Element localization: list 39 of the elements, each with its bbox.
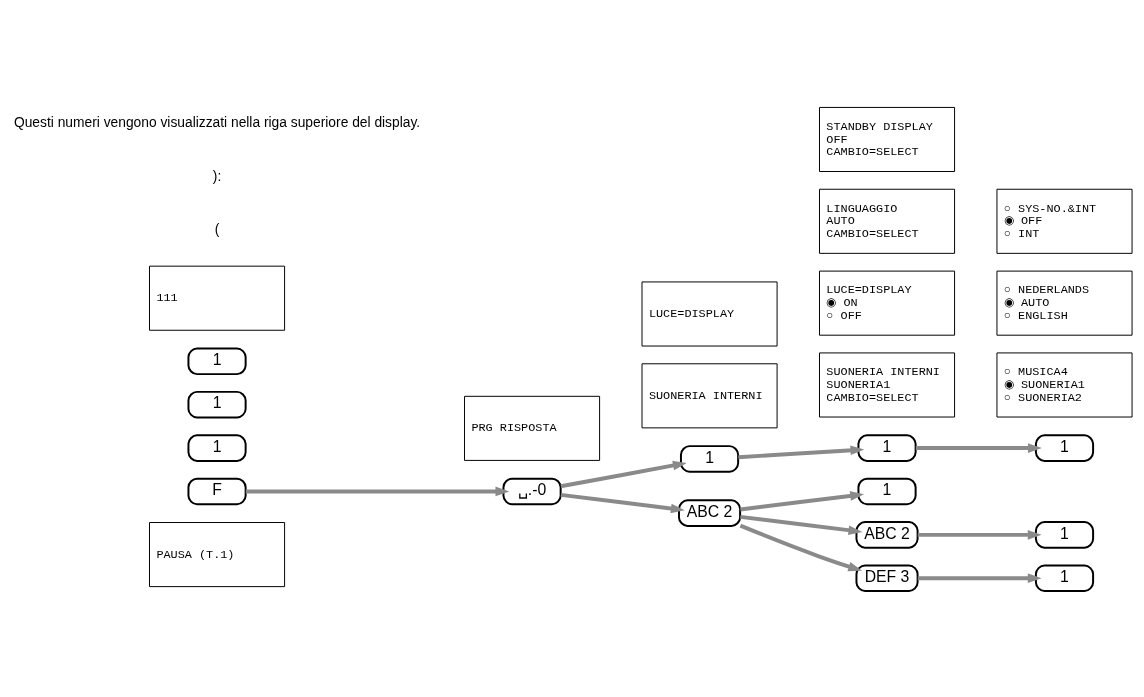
node-box: PAUSA (T.1) (149, 522, 286, 588)
node-box: ␣.-0 (502, 477, 562, 506)
node-box: 1 (1034, 434, 1095, 462)
label: Questi numeri vengono visualizzati nella riga superiore del display. (13, 115, 421, 131)
node-box: STANDBY DISPLAY OFF CAMBIO=SELECT (819, 106, 956, 172)
node-box: ABC 2 (855, 521, 919, 549)
label: ( (214, 221, 220, 237)
node-box: LUCE=DISPLAY ◉ ON ○ OFF (819, 270, 956, 336)
node-box: PRG RISPOSTA (464, 395, 601, 461)
node-box: 111 (149, 265, 286, 331)
node-box: ○ NEDERLANDS ◉ AUTO ○ ENGLISH (996, 270, 1133, 336)
node-box: F (187, 477, 247, 506)
node-box: 1 (857, 477, 917, 506)
arrow (738, 445, 865, 460)
arrow (917, 530, 1042, 540)
arrow (739, 523, 863, 572)
node-box: 1 (187, 434, 247, 462)
arrow (740, 514, 863, 536)
node-box: ABC 2 (678, 499, 742, 527)
node-box: SUONERIA INTERNI (641, 363, 778, 429)
node-box: ○ SYS-NO.&INT ◉ OFF ○ INT (996, 188, 1133, 254)
arrow (917, 573, 1042, 584)
node-box: 1 (1034, 521, 1095, 549)
arrow (740, 491, 865, 512)
node-box: LINGUAGGIO AUTO CAMBIO=SELECT (819, 188, 956, 254)
node-box: DEF 3 (855, 564, 919, 593)
label: ): (212, 168, 222, 184)
node-box: 1 (1034, 564, 1095, 593)
arrow (915, 443, 1042, 453)
node-box: LUCE=DISPLAY (641, 281, 778, 347)
arrow (560, 492, 685, 514)
node-box: 1 (187, 390, 247, 419)
arrow (560, 460, 687, 489)
node-box: 1 (187, 347, 247, 376)
node-box: SUONERIA INTERNI SUONERIA1 CAMBIO=SELECT (819, 352, 956, 418)
node-box: 1 (679, 445, 740, 473)
node-box: ○ MUSICA4 ◉ SUONERIA1 ○ SUONERIA2 (996, 352, 1133, 418)
arrow (245, 486, 510, 497)
node-box: 1 (857, 434, 917, 462)
